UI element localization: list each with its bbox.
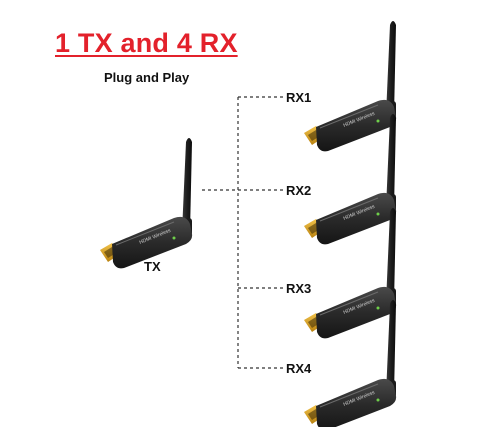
tx-label: TX [144,259,161,274]
rx3-label: RX3 [286,281,312,296]
rx4-label: RX4 [286,361,312,376]
rx2-label: RX2 [286,183,312,198]
connection-lines [202,96,284,369]
rx1-device: HDMI Wireless [303,20,397,152]
diagram-title: 1 TX and 4 RX [55,28,238,58]
rx2-device: HDMI Wireless [303,113,397,245]
rx1-label: RX1 [286,90,312,105]
tx-device: HDMI Wireless [99,137,193,269]
diagram-subtitle: Plug and Play [104,70,190,85]
rx4-device: HDMI Wireless [303,299,397,427]
rx3-device: HDMI Wireless [303,207,397,339]
